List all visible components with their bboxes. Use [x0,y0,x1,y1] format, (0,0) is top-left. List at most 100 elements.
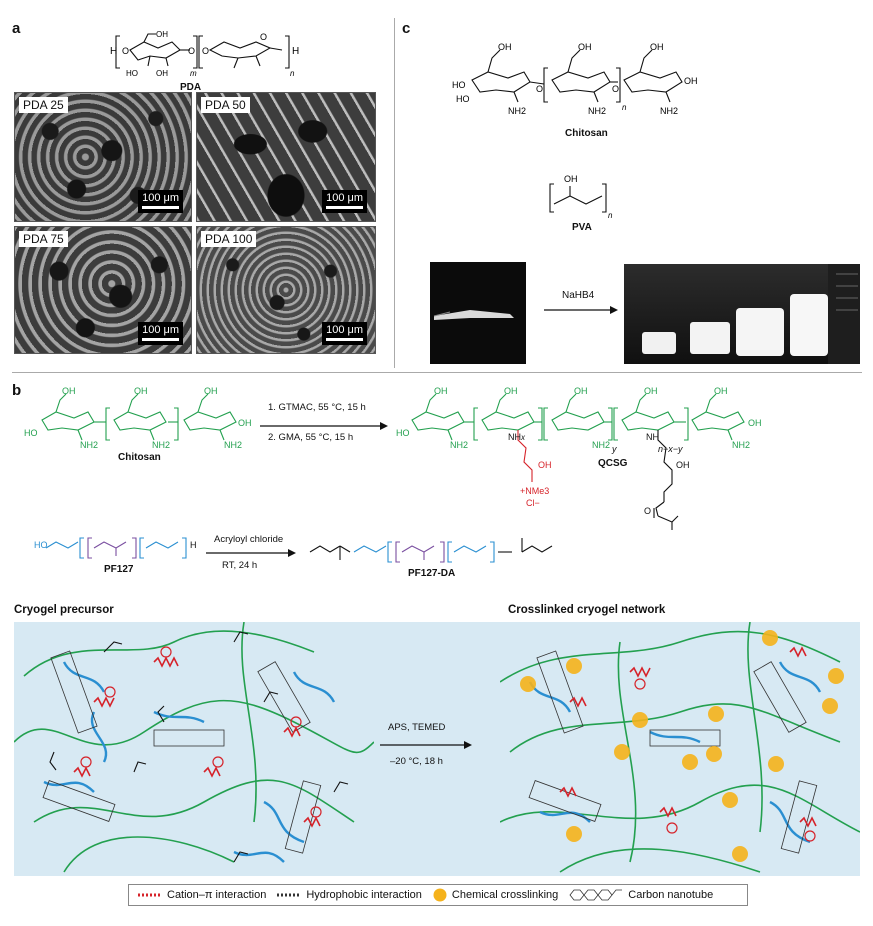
chitosan-c-o-2: O [612,84,619,94]
pda-oh-2: OH [156,69,168,78]
chitosan-label-b: Chitosan [118,452,161,463]
sem-image-pda100: PDA 100 100 μm [196,226,376,354]
qcsg-ho: HO [396,428,410,438]
qcsg-oh-3: OH [574,386,588,396]
chitosan-b-oh-3: OH [204,386,218,396]
pf127da-label: PF127-DA [408,568,456,579]
qcsg-label: QCSG [598,458,628,469]
qcsg-nh-1: NHx [508,432,525,442]
chitosan-c-nh2-1: NH2 [508,106,526,116]
sem-image-pda75: PDA 75 100 μm [14,226,192,354]
chitosan-b-oh-1: OH [62,386,76,396]
legend-hydrophobic-label: Hydrophobic interaction [306,889,422,901]
photo-film [430,262,526,364]
pda-o-4: O [260,32,267,42]
qcsg-structure [411,393,745,530]
scalebar-pda75: 100 μm [138,322,183,345]
horizontal-divider [12,372,862,373]
scalebar-pda100: 100 μm [322,322,367,345]
pf127da-structure [309,538,553,563]
pda-o-3: O [202,46,209,56]
qcsg-oh-black: OH [676,460,690,470]
chitosan-c-ho-2: HO [456,94,470,104]
arrow-c [544,306,618,314]
qcsg-nh2-2: NH2 [592,440,611,450]
crosslinked-network [500,622,860,873]
legend-cation-pi-label: Cation–π interaction [167,889,267,901]
chitosan-label-c: Chitosan [565,128,608,139]
qcsg-oh-1: OH [434,386,448,396]
chitosan-c-nh2-3: NH2 [660,106,678,116]
legend-cation-pi: Cation–π interaction [137,889,266,901]
pf127-ho: HO [34,540,48,550]
carbon-nanotube-icon [569,889,623,901]
hydrophobic-icon [277,893,302,897]
pf127-h: H [190,540,197,550]
legend-cnt: Carbon nanotube [568,888,713,902]
acryl-step2: RT, 24 h [222,560,258,571]
qcsg-sub-nxy: n−x−y [658,444,683,454]
chitosan-c-nh2-2: NH2 [588,106,606,116]
chitosan-b-nh2-2: NH2 [152,440,171,450]
chitosan-structure-b [41,393,237,441]
sem-label-pda100: PDA 100 [201,231,257,247]
chitosan-b-ho: HO [24,428,38,438]
chitosan-c-oh-1: OH [498,42,512,52]
qcsg-sub-y: y [612,444,617,454]
chitosan-b-oh-4: OH [238,418,252,428]
nahb4-label: NaHB4 [562,290,595,301]
qcsg-cl: Cl− [526,498,540,508]
panel-a-letter: a [12,20,21,37]
qcsg-nme3: +NMe3 [520,486,550,496]
qcsg-oh-4: OH [644,386,658,396]
sem-label-pda75: PDA 75 [19,231,68,247]
crosslink-icon [433,888,447,902]
qcsg-o-ester: O [644,506,652,516]
chitosan-c-sub-n: n [622,103,627,112]
chitosan-c-oh-2: OH [578,42,592,52]
acryl-step1: Acryloyl chloride [214,534,284,545]
sem-image-pda50: PDA 50 100 μm [196,92,376,222]
photo-cryogels [624,264,860,364]
sem-label-pda50: PDA 50 [201,97,250,113]
chitosan-c-o-1: O [536,84,543,94]
pda-h-left: H [110,46,117,57]
pda-structure: H H O O O O OH HO OH m n [110,30,299,78]
chitosan-structure-c: OH OH OH HO HO O O OH NH2 NH2 NH2 n [452,42,698,116]
scalebar-pda50: 100 μm [322,190,367,213]
cation-pi-icon [138,893,162,897]
pva-label: PVA [572,222,592,233]
qcsg-oh-red: OH [538,460,552,470]
qcsg-nh2-1: NH2 [450,440,469,450]
legend-hydrophobic: Hydrophobic interaction [276,889,422,901]
panel-b-letter: b [12,382,22,399]
sem-image-pda25: PDA 25 100 μm [14,92,192,222]
reaction-label-1: APS, TEMED [388,722,446,733]
qcsg-oh-end: OH [748,418,762,428]
step2-label: 2. GMA, 55 °C, 15 h [268,432,354,443]
precursor-title: Cryogel precursor [14,604,114,616]
pva-sub-n: n [608,211,613,220]
vertical-divider [394,18,395,368]
pda-h-right: H [292,46,299,57]
chitosan-b-nh2-3: NH2 [224,440,243,450]
pda-oh-1: OH [156,30,168,39]
qcsg-oh-2: OH [504,386,518,396]
legend: Cation–π interaction Hydrophobic interac… [128,884,748,906]
pda-ho: HO [126,69,138,78]
chitosan-c-ho-1: HO [452,80,466,90]
scalebar-pda25: 100 μm [138,190,183,213]
chitosan-b-oh-2: OH [134,386,148,396]
pda-label: PDA [180,82,202,93]
network-title: Crosslinked cryogel network [508,604,666,616]
pda-o-2: O [188,46,195,56]
pf127-label: PF127 [104,564,134,575]
legend-cnt-label: Carbon nanotube [628,889,714,901]
qcsg-nh2-3: NH2 [732,440,751,450]
legend-crosslinking-label: Chemical crosslinking [451,889,559,901]
step1-label: 1. GTMAC, 55 °C, 15 h [268,402,366,413]
pda-sub-m: m [190,69,197,78]
legend-crosslinking: Chemical crosslinking [432,887,558,903]
pva-oh: OH [564,174,578,184]
arrow-gel [380,741,472,749]
